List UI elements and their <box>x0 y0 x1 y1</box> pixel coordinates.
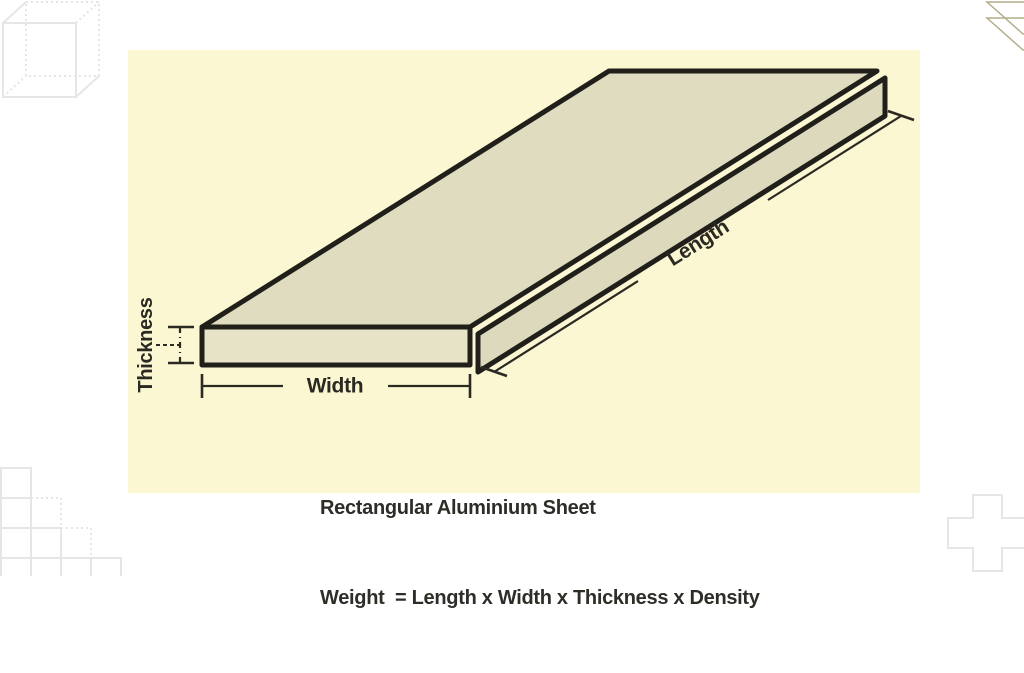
staircase-grid-icon <box>0 467 122 576</box>
sheet-side-face <box>475 75 888 375</box>
slide-canvas: Thickness Width Length Rectangular Alum <box>0 1 1024 609</box>
aluminium-sheet-diagram: Thickness Width Length <box>135 68 915 398</box>
caption-block: Rectangular Aluminium Sheet Weight = Len… <box>320 433 760 673</box>
decoration-layer <box>0 1 1024 576</box>
width-label: Width <box>307 375 364 398</box>
plus-outline-icon <box>947 494 1024 572</box>
diagram-panel: Thickness Width Length Rectangular Alum <box>128 50 920 609</box>
slanted-parallelograms-icon <box>985 1 1024 51</box>
width-dimension: Width <box>200 374 472 398</box>
wireframe-cube-icon <box>2 1 100 98</box>
sheet-top-face <box>199 68 880 330</box>
sheet-front-face <box>199 324 473 368</box>
caption-title: Rectangular Aluminium Sheet <box>320 497 596 519</box>
thickness-label: Thickness <box>135 297 157 392</box>
thickness-dimension: Thickness <box>135 297 194 393</box>
caption-formula: Weight = Length x Width x Thickness x De… <box>320 587 760 609</box>
